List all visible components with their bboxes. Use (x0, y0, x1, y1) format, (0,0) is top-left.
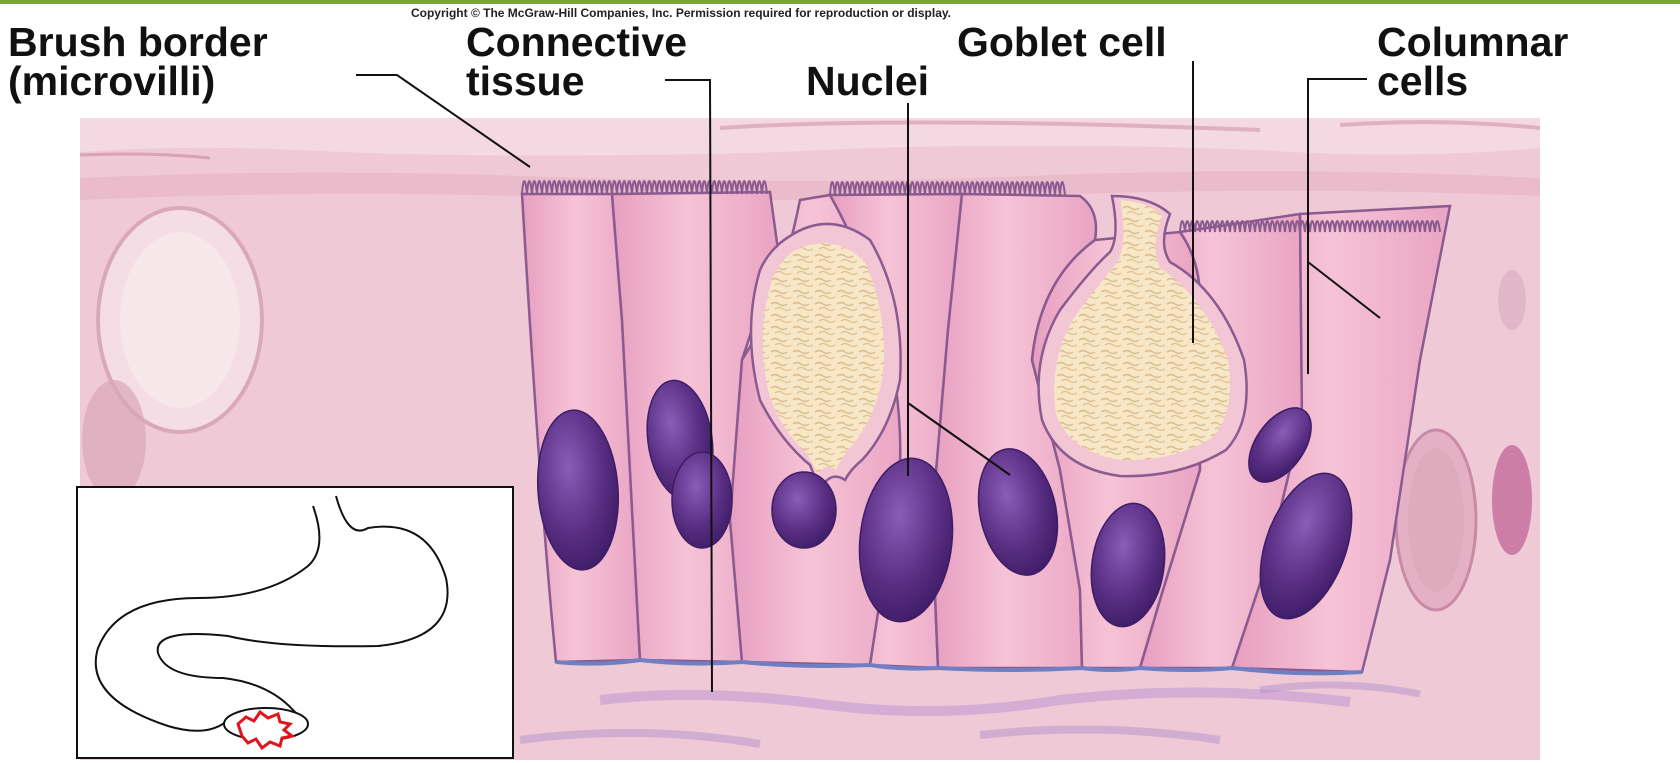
label-nuclei: Nuclei (806, 61, 929, 101)
label-connective-line2: tissue (466, 61, 585, 101)
stomach-outline (96, 506, 320, 731)
nucleus (772, 472, 836, 548)
label-goblet-cell: Goblet cell (957, 22, 1167, 62)
label-brush-border-line1: Brush border (8, 22, 268, 62)
stomach-outline-diagram (78, 488, 512, 757)
label-columnar-line2: cells (1377, 61, 1468, 101)
label-brush-border-line2: (microvilli) (8, 61, 215, 101)
cross-section-marker (224, 708, 308, 748)
inset-digestive-tract (76, 486, 514, 759)
nucleus (672, 452, 732, 548)
label-connective-line1: Connective (466, 22, 687, 62)
stomach-outline-inner (158, 496, 448, 726)
label-columnar-line1: Columnar (1377, 22, 1568, 62)
